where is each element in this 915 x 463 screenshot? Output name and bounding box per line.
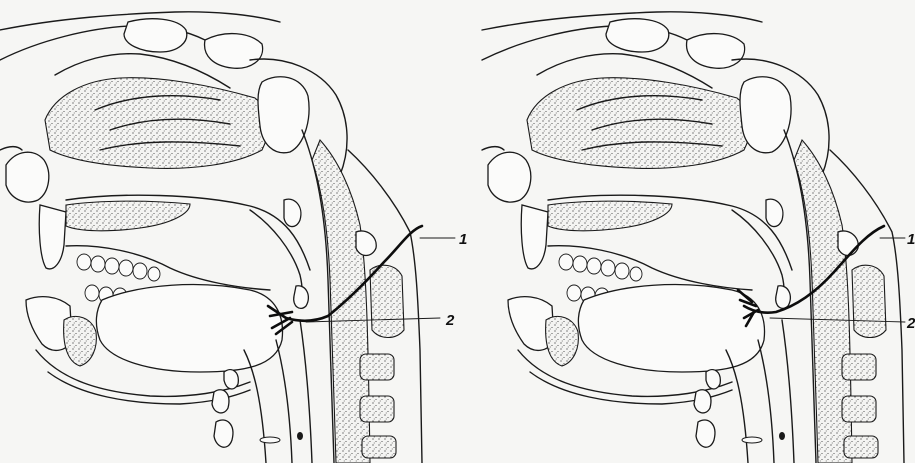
callout-1-left: 1	[459, 231, 467, 248]
panel-left: 1 2	[0, 12, 467, 463]
callout-1-right: 1	[907, 231, 915, 248]
callout-2-left: 2	[445, 312, 455, 329]
panel-right: 1 2	[482, 12, 915, 463]
callout-2-right: 2	[906, 315, 915, 332]
